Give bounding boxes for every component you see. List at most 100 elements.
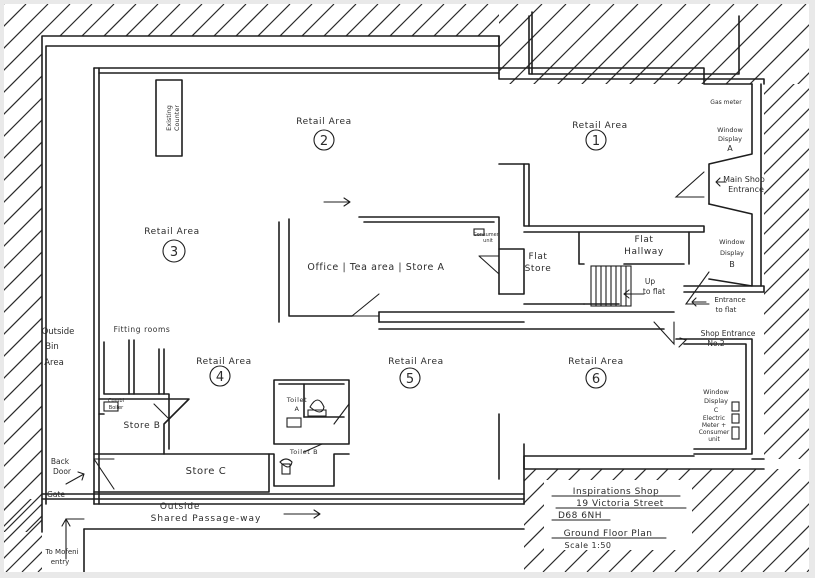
window-a-label-3: A	[727, 144, 733, 153]
hatch-line	[463, 4, 532, 532]
hatch-line	[552, 4, 639, 84]
flat-hallway-label-2: Hallway	[624, 247, 664, 257]
hatch-line	[499, 4, 567, 84]
hatch-line	[720, 4, 807, 84]
hatch-line	[411, 464, 519, 572]
title-scale: Scale 1:50	[564, 541, 611, 550]
mofeni-label-2: entry	[51, 558, 70, 566]
hatch-bottom-left	[4, 499, 42, 572]
retail-area-2-label: Retail Area	[296, 117, 352, 127]
hatch-right	[764, 84, 809, 459]
hatch-line	[529, 4, 532, 532]
title-postcode: D68 6NH	[558, 511, 602, 521]
office-label: Office | Tea area | Store A	[307, 262, 444, 273]
hatch-line	[764, 84, 809, 459]
hatch-line	[576, 4, 663, 84]
window-b-label-1: Window	[719, 238, 745, 246]
hatch-line	[740, 469, 809, 572]
outside-labels: Outside Bin Area Outside Shared Passage-…	[42, 327, 262, 566]
hatch-line	[5, 499, 42, 572]
bin-area-label-3: Area	[44, 358, 64, 368]
toilet-b-label: Toilet B	[289, 448, 318, 456]
bin-area-label-2: Bin	[45, 342, 59, 352]
area-3-circle	[162, 239, 186, 263]
gas-meter-label: Gas meter	[710, 99, 742, 106]
area-1-circle	[585, 129, 607, 151]
hatch-line	[792, 4, 809, 84]
hatch-line	[672, 4, 759, 84]
hatch-line	[4, 499, 21, 572]
passage-label-1: Outside	[160, 502, 200, 512]
hatch-line	[652, 469, 762, 572]
area-numbers: 2 1 3 4 5 6	[162, 129, 607, 389]
hatch-line	[37, 499, 42, 572]
gate-label: Gate	[47, 490, 65, 499]
electric-label-3: Consumer	[699, 429, 730, 436]
hatch-line	[764, 84, 809, 459]
combi-boiler-label-1: Combi	[108, 398, 124, 404]
hatch-line	[768, 4, 809, 84]
hatch-line	[764, 84, 809, 459]
flat-store-label-2: Store	[525, 264, 552, 274]
store-c-label: Store C	[186, 466, 227, 477]
main-entrance-label-2: Entrance	[728, 185, 764, 194]
hatch-line	[600, 4, 687, 84]
area-1-number: 1	[592, 134, 600, 149]
existing-counter-label-1: Existing	[165, 105, 173, 131]
shop-entrance-2-label-2: No.2	[707, 339, 724, 348]
area-5-number: 5	[406, 372, 414, 387]
hatch-line	[764, 84, 809, 459]
room-labels: Retail Area Retail Area Retail Area Reta…	[114, 117, 664, 477]
feature-labels: Existing Counter Gas meter Window Displa…	[47, 99, 765, 499]
existing-counter-label-2: Counter	[173, 105, 181, 131]
hatch-line	[648, 4, 735, 84]
up-to-flat-label-1: Up	[645, 277, 655, 286]
title-plan-name: Ground Floor Plan	[564, 529, 653, 539]
area-4-circle	[209, 365, 231, 387]
window-b-label-3: B	[729, 260, 735, 269]
passage-label-2: Shared Passage-way	[151, 514, 262, 524]
arrows	[61, 177, 727, 560]
hatch-line	[764, 84, 809, 459]
electric-label-4: unit	[708, 436, 720, 443]
hatch-line	[744, 4, 809, 84]
hatch-line	[528, 4, 615, 84]
toilet-a-label-1: Toilet	[286, 396, 308, 404]
combi-boiler-label-2: Boiler	[109, 405, 124, 411]
floor-plan: 2 1 3 4 5 6 Retail Area Retail Area Reta…	[4, 4, 809, 572]
title-shop-name: Inspirations Shop	[573, 487, 659, 497]
title-address: 19 Victoria Street	[576, 499, 664, 509]
entrance-to-flat-label-1: Entrance	[714, 296, 745, 304]
hatch-line	[4, 4, 93, 532]
hatch-line	[696, 469, 806, 572]
hatch-line	[504, 4, 591, 84]
bin-area-label-1: Outside	[42, 327, 75, 337]
hatch-line	[4, 499, 37, 572]
hatch-line	[499, 4, 519, 84]
title-block: Inspirations Shop 19 Victoria Street D68…	[544, 480, 692, 550]
hatch-line	[4, 4, 115, 532]
window-c-label-1: Window	[703, 388, 729, 396]
hatch-line	[806, 469, 809, 572]
hatch-line	[718, 469, 809, 572]
toilet-a-label-2: A	[294, 405, 299, 413]
electric-label-1: Electric	[703, 415, 725, 422]
flat-hallway-label-1: Flat	[634, 235, 653, 245]
retail-area-6-label: Retail Area	[568, 357, 624, 367]
floor-plan-sheet: 2 1 3 4 5 6 Retail Area Retail Area Reta…	[4, 4, 809, 572]
shop-entrance-2-label-1: Shop Entrance	[701, 329, 756, 338]
hatch-line	[4, 499, 42, 572]
outer-walls	[41, 11, 765, 572]
area-6-circle	[585, 367, 607, 389]
store-b-label: Store B	[123, 421, 160, 431]
window-b-label-2: Display	[720, 249, 744, 257]
hatch-line	[674, 469, 784, 572]
hatch-line	[764, 84, 809, 459]
up-to-flat-label-2: to flat	[643, 287, 665, 296]
area-4-number: 4	[216, 370, 224, 385]
mofeni-label-1: To Mofeni	[44, 548, 78, 556]
window-a-label-2: Display	[718, 135, 742, 143]
area-5-circle	[399, 367, 421, 389]
area-2-circle	[313, 129, 335, 151]
doors	[93, 171, 710, 490]
